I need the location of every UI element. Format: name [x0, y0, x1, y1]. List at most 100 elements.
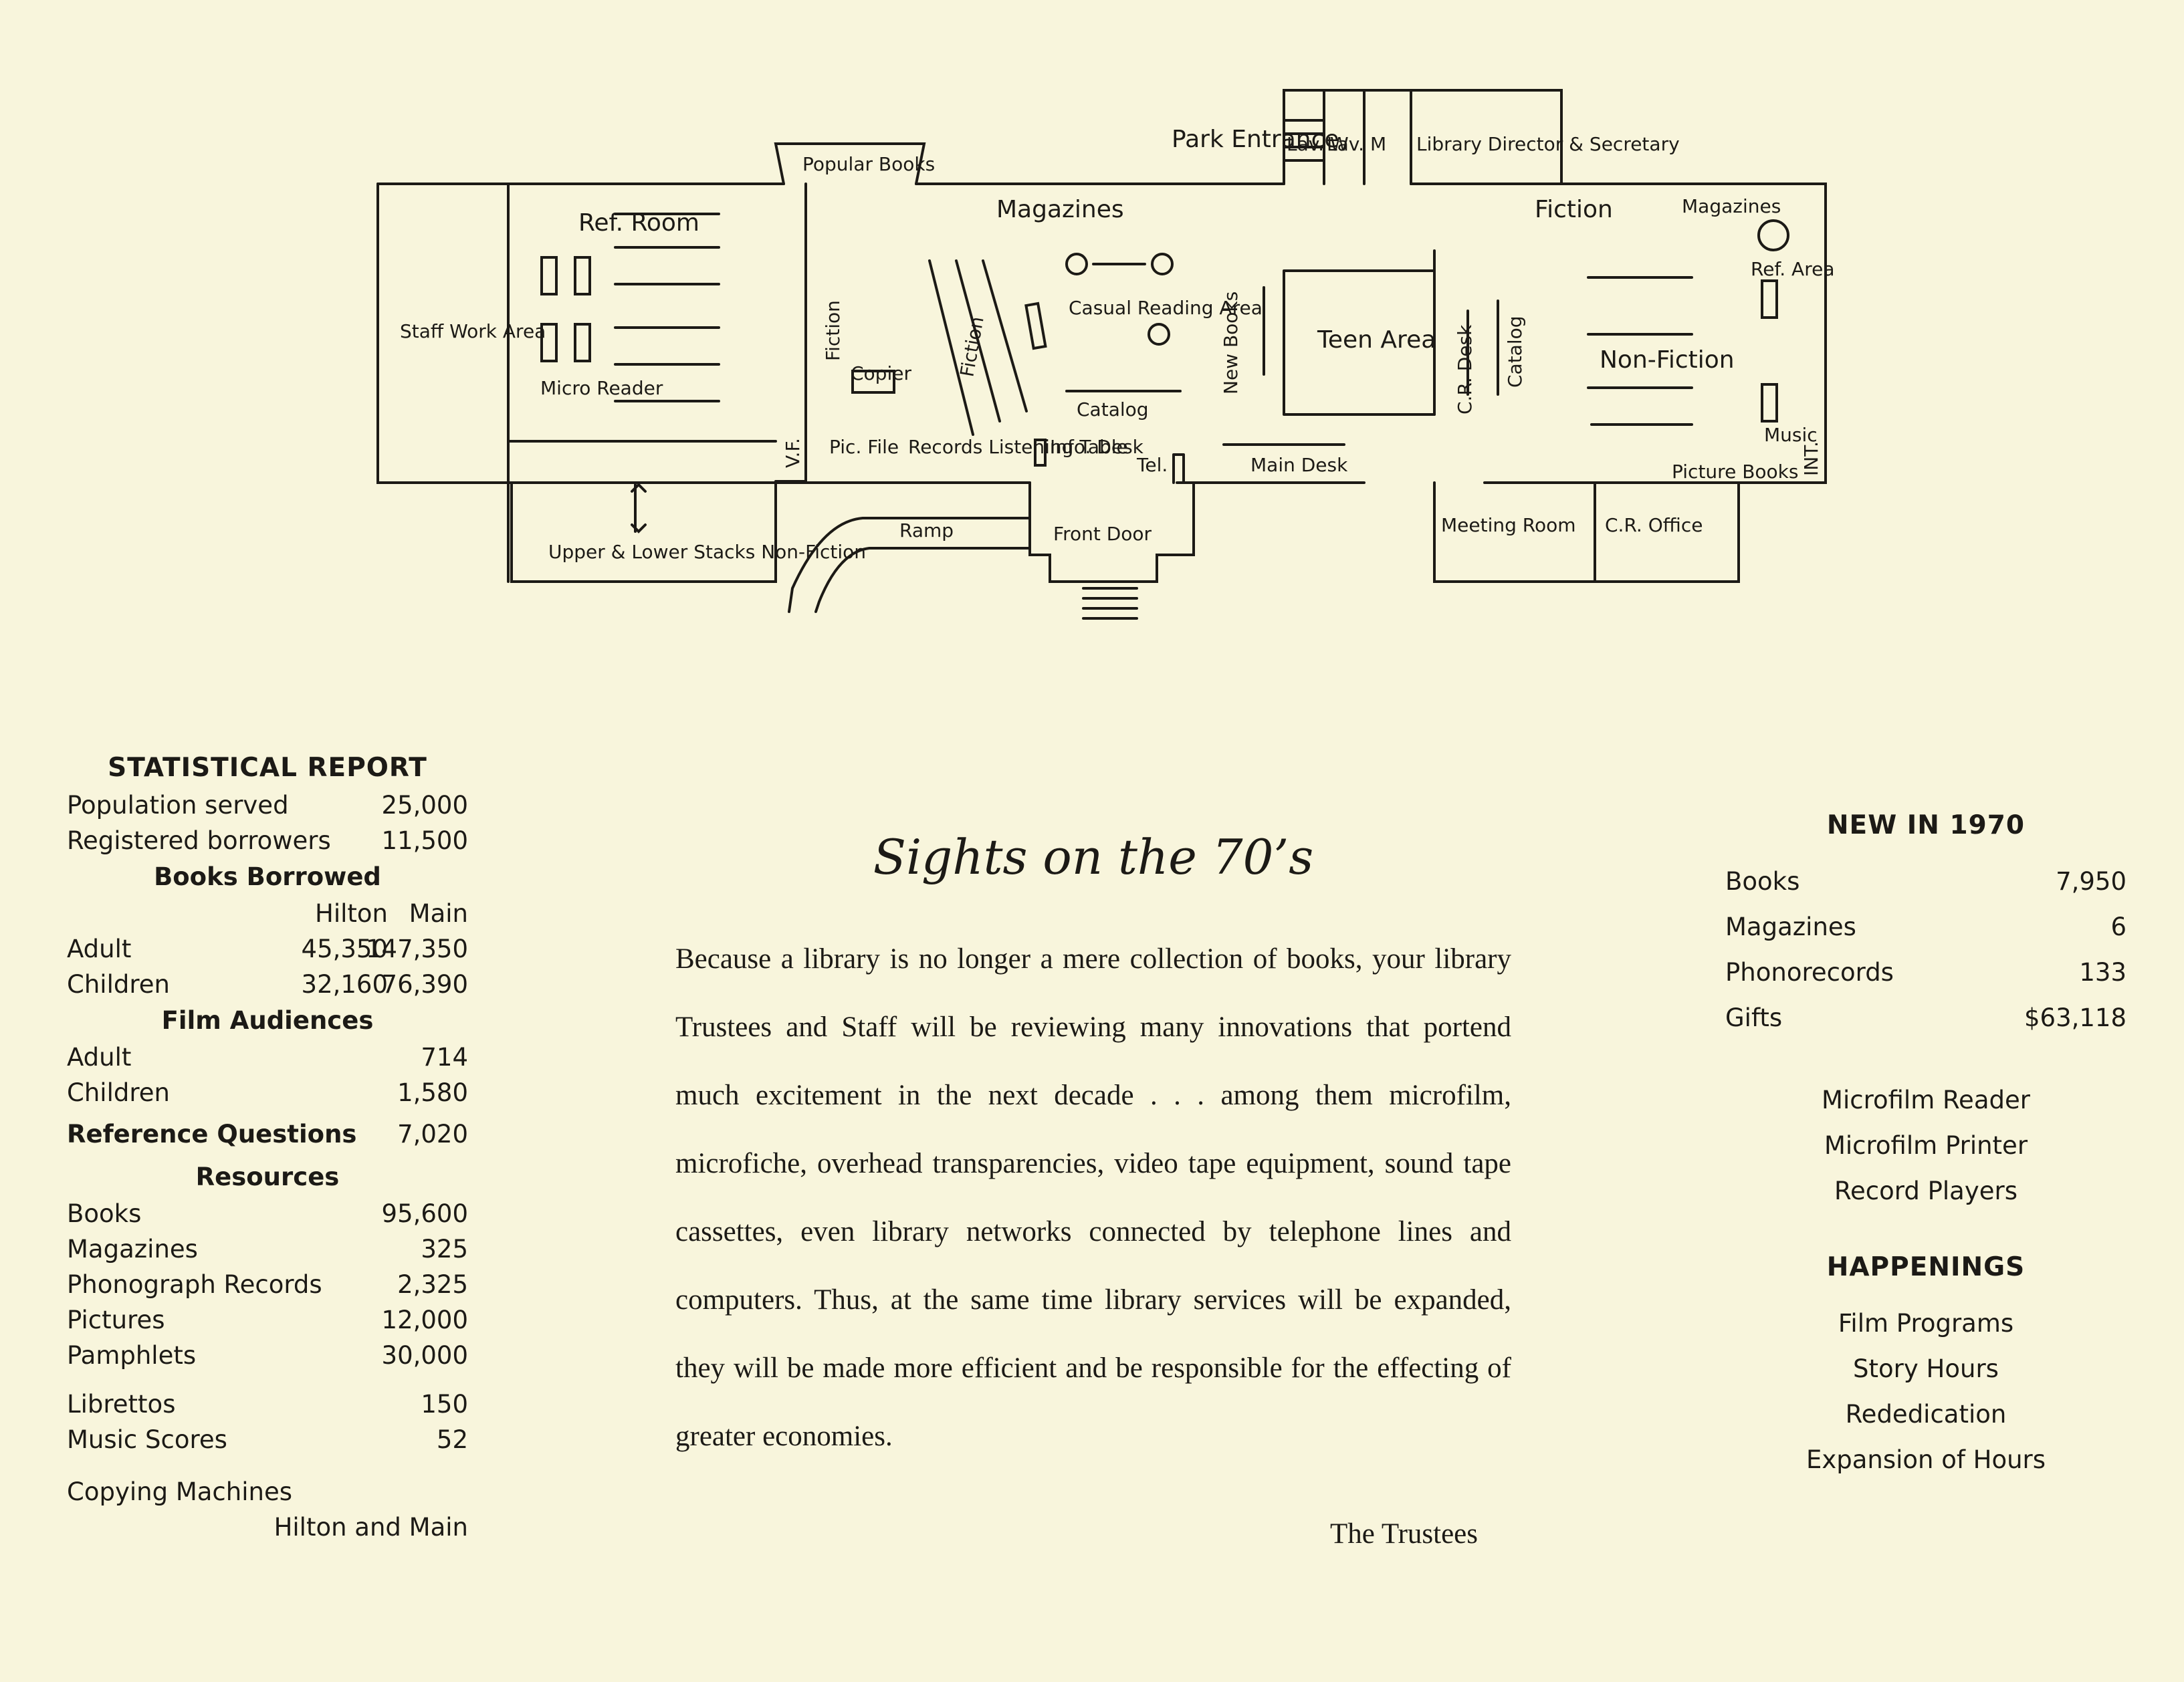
plan-label-fiction-right: Fiction [1535, 196, 1613, 223]
stat-row-borrowers: Registered borrowers 11,500 [67, 823, 468, 858]
new-item-label: Books [1725, 867, 1800, 896]
new-item-label: Magazines [1725, 913, 1856, 941]
statistical-report-title: STATISTICAL REPORT [108, 753, 427, 783]
plan-label-casual-reading: Casual Reading Area [1069, 297, 1263, 319]
plan-label-park-entrance: Park Entrance [1172, 126, 1339, 153]
plan-label-music: Music [1764, 424, 1818, 446]
plan-label-info-desk: Info. Desk [1050, 436, 1144, 458]
stat-value: 1,580 [397, 1078, 468, 1107]
stat-value: 11,500 [381, 826, 468, 855]
stat-value: Hilton and Main [274, 1513, 468, 1542]
stat-value: 325 [421, 1235, 468, 1264]
stat-value-main: 76,390 [381, 970, 468, 999]
stat-label: Librettos [67, 1390, 176, 1419]
plan-label-meeting-room: Meeting Room [1441, 514, 1576, 536]
plan-label-micro-reader: Micro Reader [540, 377, 663, 399]
equipment-item: Microfilm Reader [1822, 1086, 2030, 1114]
plan-label-picture-books: Picture Books [1672, 461, 1798, 483]
new-item-value: 133 [2079, 958, 2126, 987]
stat-label: Registered borrowers [67, 826, 331, 855]
plan-label-catalog-mid: Catalog [1077, 398, 1149, 420]
resources-records-row: Phonograph Records 2,325 [67, 1267, 468, 1302]
plan-label-popular-books: Popular Books [802, 153, 935, 175]
new-in-1970-title: NEW IN 1970 [1826, 810, 2026, 840]
plan-label-int: INT. [1800, 441, 1822, 476]
col-hilton-header: Hilton [315, 899, 388, 928]
plan-label-cr-office: C.R. Office [1605, 514, 1703, 536]
stat-value-main: 147,350 [365, 935, 468, 963]
copying-machines-row: Copying Machines [67, 1474, 468, 1510]
stat-label: Phonograph Records [67, 1270, 322, 1299]
new-item-label: Phonorecords [1725, 958, 1894, 987]
stat-value: 95,600 [381, 1199, 468, 1228]
resources-pictures-row: Pictures 12,000 [67, 1302, 468, 1338]
plan-label-director: Library Director & Secretary [1416, 133, 1680, 155]
resources-books-row: Books 95,600 [67, 1196, 468, 1231]
stat-value: 150 [421, 1390, 468, 1419]
plan-label-ref-area: Ref. Area [1751, 258, 1834, 280]
article-body: Because a library is no longer a mere co… [675, 943, 1511, 1452]
plan-label-magazines-mid: Magazines [996, 196, 1124, 223]
stat-value: 25,000 [381, 791, 468, 820]
plan-label-vf: V.F. [782, 438, 804, 468]
stat-label: Books [67, 1199, 142, 1228]
new-item-row: Books 7,950 [1725, 859, 2126, 905]
new-item-value: $63,118 [2024, 1003, 2126, 1032]
stat-label: Pamphlets [67, 1341, 197, 1370]
film-adult-row: Adult 714 [67, 1040, 468, 1075]
stat-label: Children [67, 1078, 170, 1107]
library-floor-plan: Popular Books Park Entrance Lav. W Lav. … [376, 89, 1834, 620]
happening-item: Story Hours [1853, 1354, 1999, 1383]
books-borrowed-adult-row: Adult 45,350 147,350 [67, 931, 468, 967]
new-item-label: Gifts [1725, 1003, 1783, 1032]
reference-questions-row: Reference Questions 7,020 [67, 1110, 468, 1159]
stat-label: Pictures [67, 1306, 165, 1334]
stat-value: 52 [436, 1425, 468, 1454]
happenings-title: HAPPENINGS [1826, 1252, 2026, 1282]
resources-heading: Resources [195, 1163, 340, 1191]
plan-label-stacks: Upper & Lower Stacks Non-Fiction [548, 541, 866, 563]
film-audiences-heading: Film Audiences [161, 1006, 374, 1035]
happening-item: Rededication [1845, 1400, 2007, 1429]
stat-value-hilton: 45,350 [301, 935, 388, 963]
stat-label: Adult [67, 935, 132, 963]
stat-value: 7,020 [397, 1120, 468, 1149]
new-item-row: Gifts $63,118 [1725, 995, 2126, 1041]
plan-label-lav-m: Lav. M [1327, 133, 1386, 155]
plan-label-fiction-b: Fiction [956, 315, 988, 378]
stat-row-population: Population served 25,000 [67, 788, 468, 823]
copying-machines-value-row: Hilton and Main [67, 1510, 468, 1545]
stat-value: 2,325 [397, 1270, 468, 1299]
happening-item: Expansion of Hours [1806, 1445, 2046, 1474]
statistical-report: STATISTICAL REPORT Population served 25,… [67, 749, 468, 1545]
stat-value-hilton: 32,160 [301, 970, 388, 999]
plan-label-front-door: Front Door [1053, 523, 1152, 545]
plan-label-new-books: New Books [1220, 291, 1242, 394]
equipment-item: Record Players [1834, 1177, 2017, 1205]
plan-label-cr-desk: C.R. Desk [1454, 324, 1476, 414]
stat-value: 714 [421, 1043, 468, 1072]
article-signature: The Trustees [1330, 1518, 1478, 1550]
plan-label-pic-file: Pic. File [829, 436, 899, 458]
resources-scores-row: Music Scores 52 [67, 1422, 468, 1457]
plan-label-ref-room: Ref. Room [578, 209, 699, 237]
plan-label-fiction-a: Fiction [822, 300, 844, 361]
resources-librettos-row: Librettos 150 [67, 1387, 468, 1422]
article-title: Sights on the 70’s [873, 829, 1314, 885]
stat-label: Copying Machines [67, 1477, 292, 1506]
new-item-value: 6 [2110, 913, 2126, 941]
film-children-row: Children 1,580 [67, 1075, 468, 1110]
plan-label-main-desk: Main Desk [1250, 454, 1348, 476]
stat-value: 12,000 [381, 1306, 468, 1334]
resources-magazines-row: Magazines 325 [67, 1231, 468, 1267]
stat-label: Population served [67, 791, 289, 820]
resources-pamphlets-row: Pamphlets 30,000 [67, 1338, 468, 1373]
books-borrowed-column-headers: Hilton Main [67, 896, 468, 931]
stat-label: Magazines [67, 1235, 198, 1264]
plan-label-tel: Tel. [1136, 454, 1168, 476]
stat-label: Children [67, 970, 170, 999]
new-item-value: 7,950 [2056, 867, 2126, 896]
stat-value: 30,000 [381, 1341, 468, 1370]
plan-label-magazines-right: Magazines [1682, 195, 1781, 217]
plan-label-copier: Copier [851, 362, 911, 384]
